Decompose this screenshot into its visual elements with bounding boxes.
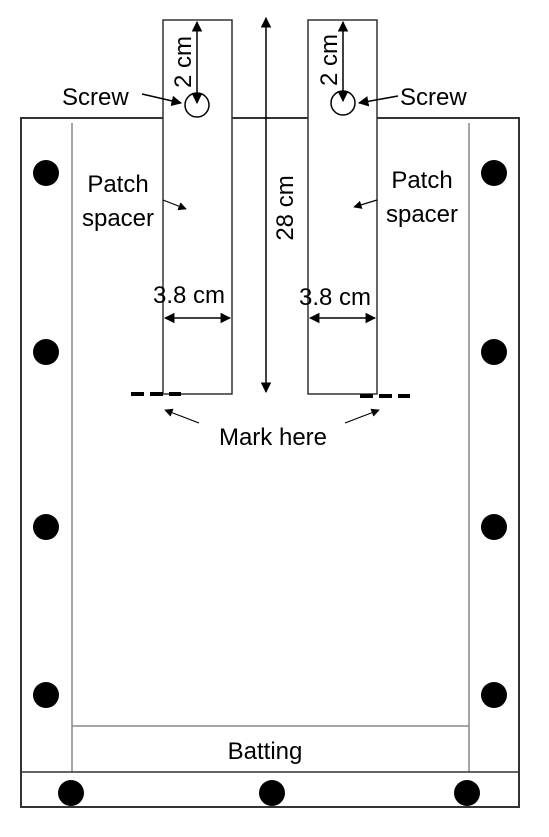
patch-left-label-line2: spacer xyxy=(82,205,154,232)
pin xyxy=(33,514,59,540)
dim-2cm-left-label: 2 cm xyxy=(170,36,197,88)
dim-2cm-right-label: 2 cm xyxy=(316,34,343,86)
pin xyxy=(33,160,59,186)
right-patch-spacer xyxy=(307,19,378,395)
mark-here-label: Mark here xyxy=(219,424,327,451)
screw-left-label: Screw xyxy=(62,84,129,111)
patch-left-pointer-arrow xyxy=(162,199,187,211)
pin xyxy=(454,780,480,806)
pin xyxy=(33,339,59,365)
pin xyxy=(481,339,507,365)
batting-label: Batting xyxy=(228,738,303,765)
pin xyxy=(481,514,507,540)
pin xyxy=(58,780,84,806)
dim-28cm-label: 28 cm xyxy=(272,175,299,240)
mark-here-right-arrow xyxy=(344,408,380,424)
dim-3-8cm-right-label: 3.8 cm xyxy=(299,284,371,311)
screw-left-pointer-arrow xyxy=(141,93,183,106)
patch-right-pointer-arrow xyxy=(353,199,378,209)
pin xyxy=(481,682,507,708)
pin xyxy=(481,160,507,186)
patch-left-label-line1: Patch xyxy=(87,171,148,198)
frame-pins xyxy=(33,160,507,806)
dim-3-8cm-left-label: 3.8 cm xyxy=(153,282,225,309)
mark-here-left-arrow xyxy=(164,408,200,424)
pin xyxy=(259,780,285,806)
screw-right-label: Screw xyxy=(400,84,467,111)
pin xyxy=(33,682,59,708)
patch-right-label-line2: spacer xyxy=(386,201,458,228)
patch-right-label-line1: Patch xyxy=(391,167,452,194)
screw-right-pointer-arrow xyxy=(357,95,399,107)
